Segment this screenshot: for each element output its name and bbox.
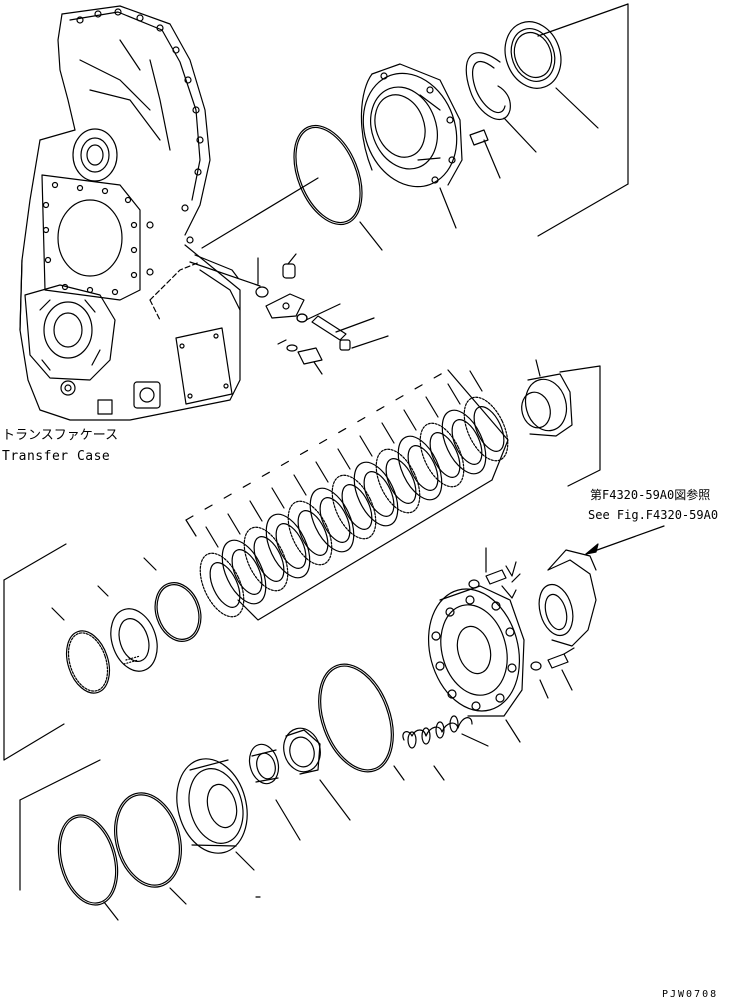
clutch-disc-bore xyxy=(209,562,241,608)
clutch-disc-bore xyxy=(451,419,483,465)
clutch-disc-leader xyxy=(249,500,263,522)
clutch-disc-leader xyxy=(227,513,241,535)
clutch-disc-leader xyxy=(293,474,307,496)
clutch-disc xyxy=(287,500,333,566)
transfer-case-housing xyxy=(19,5,241,421)
clutch-disc-bore xyxy=(341,484,373,530)
lower-rings-group xyxy=(3,543,489,921)
drawing-code: PJW0708 xyxy=(662,989,719,1000)
clutch-disc-leader xyxy=(425,396,439,418)
clutch-disc-leader xyxy=(469,370,483,392)
clutch-disc-bore xyxy=(297,510,329,556)
clutch-disc-bore xyxy=(253,536,285,582)
see-figure-reference-en: See Fig.F4320-59A0 xyxy=(588,508,719,522)
clutch-disc xyxy=(375,448,421,514)
brake-housing-group xyxy=(201,3,629,251)
clutch-disc-leader xyxy=(359,435,373,457)
clutch-disc-leader xyxy=(403,409,417,431)
clutch-disc-bore xyxy=(275,523,307,569)
clutch-disc-bore xyxy=(385,458,417,504)
pin-bolt-group xyxy=(189,253,389,375)
clutch-disc-leader xyxy=(271,487,285,509)
clutch-disc-bore xyxy=(363,471,395,517)
clutch-disc-bore xyxy=(319,497,351,543)
clutch-disc-leader xyxy=(337,448,351,470)
clutch-disc xyxy=(199,552,245,618)
clutch-disc xyxy=(441,409,487,475)
clutch-disc-pack xyxy=(185,359,601,621)
clutch-disc-bore xyxy=(473,406,505,452)
transfer-case-label-ja: トランスファケース xyxy=(2,428,119,443)
clutch-disc xyxy=(309,487,355,553)
clutch-disc xyxy=(463,396,509,462)
clutch-disc xyxy=(243,526,289,592)
clutch-disc-bore xyxy=(407,445,439,491)
clutch-disc-bore xyxy=(429,432,461,478)
clutch-disc xyxy=(331,474,377,540)
clutch-disc-leader xyxy=(315,461,329,483)
clutch-disc-bore xyxy=(231,549,263,595)
clutch-disc xyxy=(353,461,399,527)
clutch-disc-leader xyxy=(447,383,461,405)
clutch-disc-leader xyxy=(381,422,395,444)
carrier-flange-group xyxy=(427,525,665,743)
see-figure-reference-ja: 第F4320-59A0図参照 xyxy=(590,488,711,502)
clutch-disc xyxy=(397,435,443,501)
clutch-disc-leader xyxy=(205,526,219,548)
clutch-disc xyxy=(265,513,311,579)
clutch-disc xyxy=(419,422,465,488)
clutch-disc xyxy=(221,539,267,605)
transfer-case-label-en: Transfer Case xyxy=(2,449,111,464)
